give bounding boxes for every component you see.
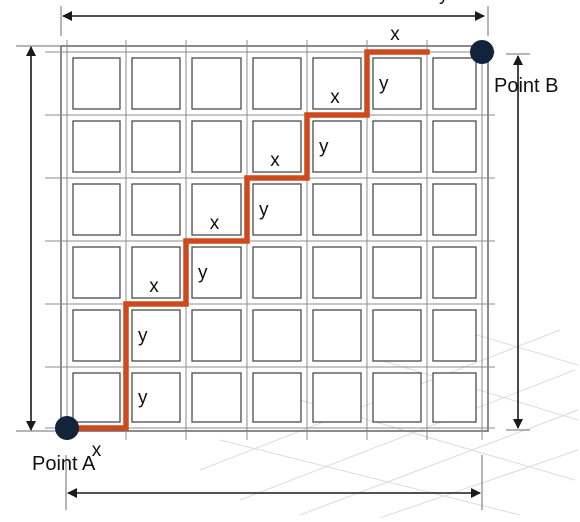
grid-cell [372,120,422,173]
grid-cell [72,309,121,362]
grid-cell [432,372,477,423]
grid-cell [131,309,181,362]
grid-cell [312,183,362,236]
grid-cell [191,120,242,173]
grid-cell [72,372,121,423]
grid-cell [191,183,242,236]
grid-cell [72,183,121,236]
move-label-y: y [259,200,269,221]
move-label-y: y [439,0,449,5]
grid-cell [252,183,302,236]
grid-cell [372,246,422,299]
grid-cell [432,183,477,236]
grid-cell [72,57,121,110]
grid-cell [432,246,477,299]
grid-cell [191,246,242,299]
grid-cell [72,246,121,299]
point-a-label: Point A [32,453,96,475]
grid-cell [72,120,121,173]
move-label-x: x [149,276,159,297]
grid-cell [372,372,422,423]
grid-cell [312,372,362,423]
grid-frame [60,45,489,432]
grid-cell [252,246,302,299]
grid-cell [372,57,422,110]
move-label-x: x [270,150,280,171]
grid-cell [191,309,242,362]
grid-cell [312,309,362,362]
grid-cell [372,183,422,236]
grid-cell [432,57,477,110]
staircase-path [64,49,430,431]
move-labels: x y y x y x y x y x y x y [92,0,449,461]
move-label-x: x [210,213,220,234]
grid-cell [131,372,181,423]
grid-cells [72,57,477,423]
point-b-marker [470,40,494,64]
move-label-y: y [198,263,208,284]
move-label-x: x [330,87,340,108]
grid-cell [312,57,362,110]
grid-cell [372,309,422,362]
move-label-x: x [390,24,400,45]
move-label-y: y [319,137,329,158]
grid-cell [131,183,181,236]
grid-cell [131,246,181,299]
grid-cell [252,309,302,362]
grid-cell [312,120,362,173]
grid-cell [432,309,477,362]
grid-cell [252,57,302,110]
point-a-marker [55,416,79,440]
grid-cell [191,372,242,423]
move-label-y: y [138,326,148,347]
grid-cell [131,57,181,110]
grid-cell [252,372,302,423]
grid-cell [131,120,181,173]
grid-cell [191,57,242,110]
grid-cell [312,246,362,299]
move-label-x: x [92,440,102,461]
point-b-label: Point B [494,75,558,97]
grid-cell [252,120,302,173]
grid-cell [432,120,477,173]
move-label-y: y [379,74,389,95]
move-label-y: y [138,388,148,409]
